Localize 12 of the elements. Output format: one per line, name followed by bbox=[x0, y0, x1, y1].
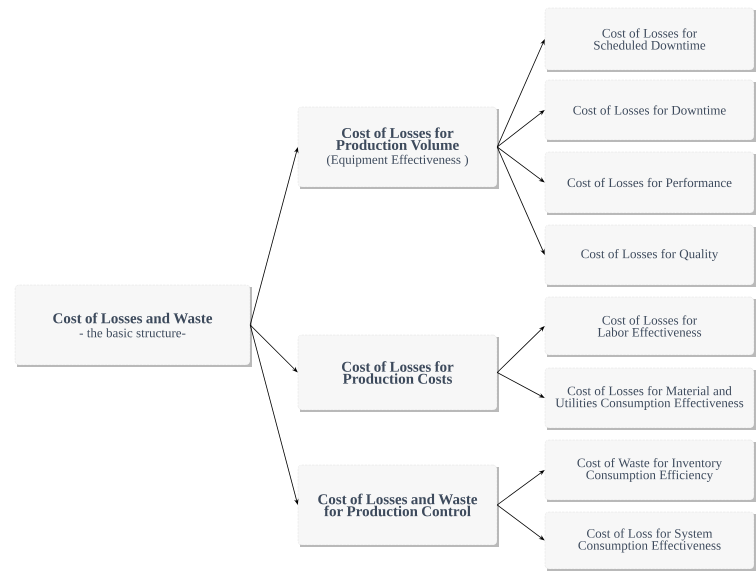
category-box: Cost of Losses and Waste for Production Control bbox=[298, 464, 499, 547]
category-box: Cost of Losses for Production Costs bbox=[298, 334, 499, 412]
leaf-box: Cost of Losses for Performance bbox=[544, 152, 756, 215]
leaf-box: Cost of Losses for Labor Effectiveness bbox=[544, 296, 756, 357]
category-box: Cost of Losses for Production Volume (Equipment Effectiveness ) bbox=[298, 106, 499, 189]
leaf-box: Cost of Losses for Quality bbox=[544, 224, 756, 287]
leaf-box: Cost of Loss for System Consumption Effectiveness bbox=[544, 512, 756, 571]
leaf-box: Cost of Losses for Scheduled Downtime bbox=[544, 8, 756, 72]
leaf-box: Cost of Waste for Inventory Consumption Efficiency bbox=[544, 440, 756, 502]
leaf-box: Cost of Losses for Material and Utilities Consumption Effectiveness bbox=[544, 368, 756, 430]
root-box: Cost of Losses and Waste - the basic structure- bbox=[14, 284, 252, 367]
leaf-box: Cost of Losses for Downtime bbox=[544, 80, 756, 142]
